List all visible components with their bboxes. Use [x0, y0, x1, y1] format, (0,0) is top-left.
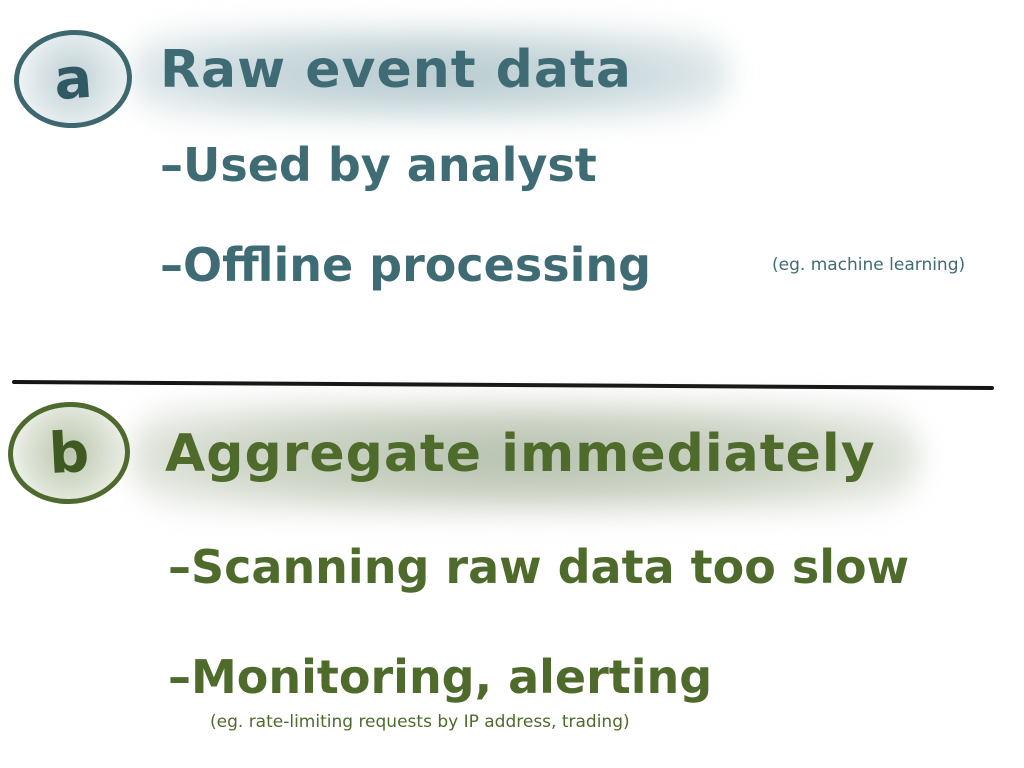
section-b-item-2-note: (eg. rate-limiting requests by IP addres… [210, 712, 630, 732]
section-b-marker: b [5, 398, 133, 508]
section-a-marker: a [10, 26, 136, 132]
section-a-marker-label: a [51, 45, 95, 113]
section-a-item-2: –Offline processing [160, 238, 652, 292]
section-a-item-2-note: (eg. machine learning) [772, 255, 966, 275]
section-b-marker-label: b [47, 419, 91, 487]
section-b-item-1: –Scanning raw data too slow [168, 540, 910, 594]
section-a-highlight [130, 28, 730, 120]
section-a-heading: Raw event data [160, 40, 632, 100]
section-b-heading: Aggregate immediately [165, 424, 876, 484]
section-b-item-2: –Monitoring, alerting [168, 650, 713, 704]
section-b-highlight [130, 402, 920, 512]
section-a-item-1: –Used by analyst [160, 138, 597, 192]
section-divider [11, 380, 995, 390]
